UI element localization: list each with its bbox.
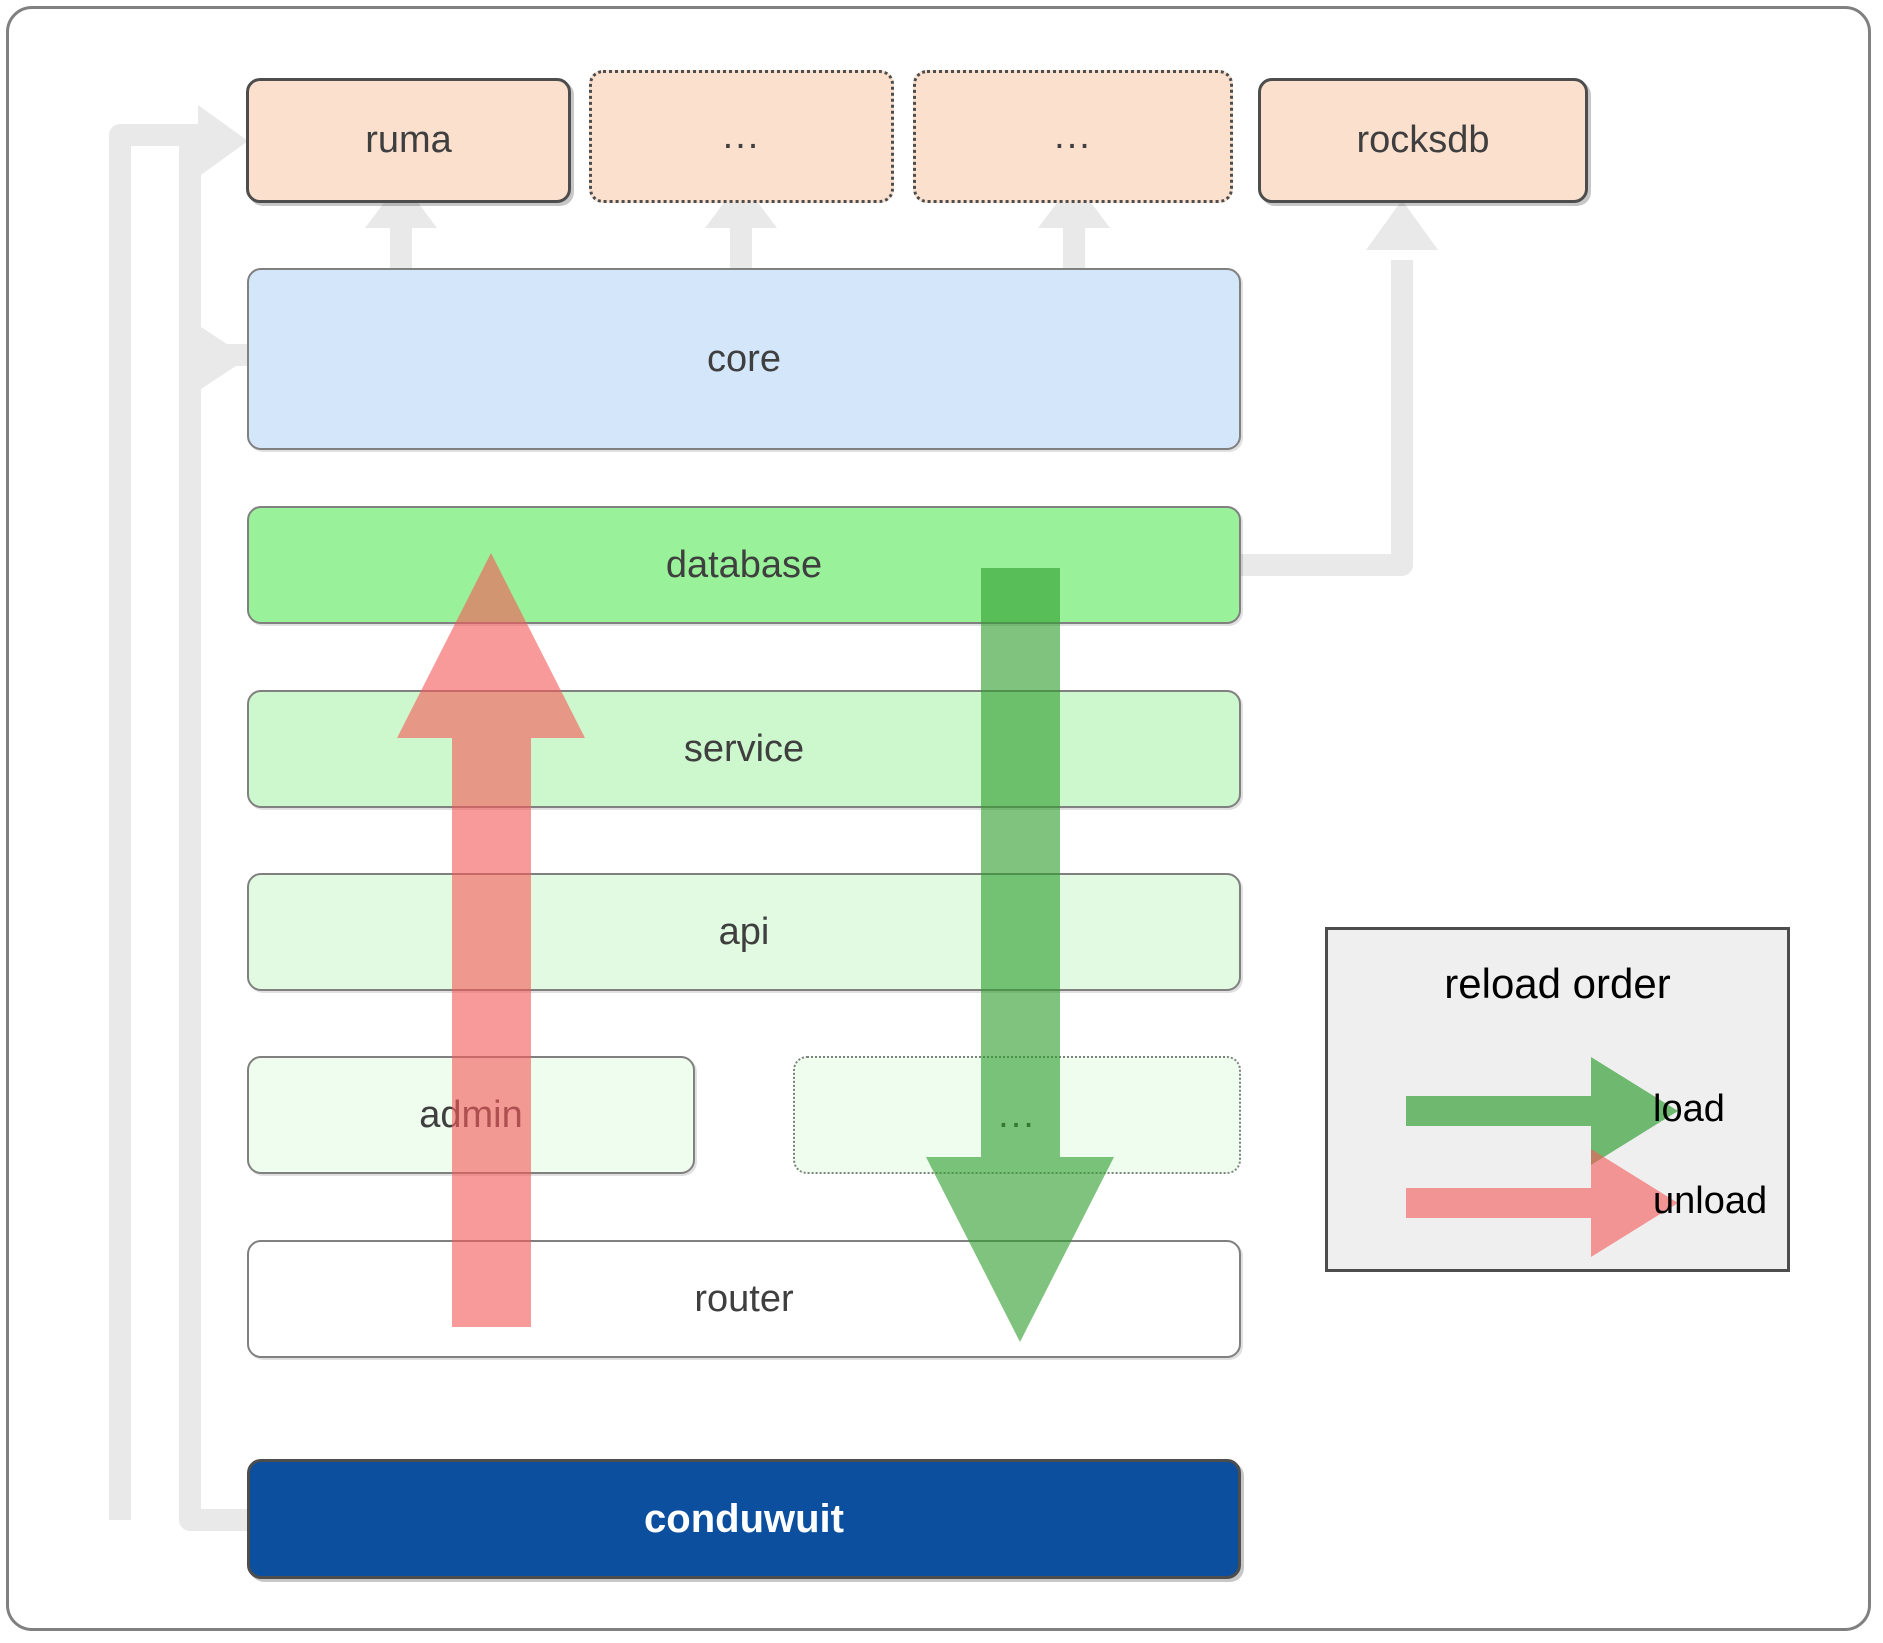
node-label-service: service [683, 727, 805, 770]
node-stack-ellipsis[interactable]: ... [793, 1056, 1241, 1174]
node-top-ellipsis-1[interactable]: ... [589, 70, 894, 203]
node-label-rocksdb: rocksdb [1356, 119, 1490, 161]
node-label-admin: admin [419, 1093, 523, 1136]
node-label-conduwuit: conduwuit [644, 1496, 844, 1541]
node-label-top-ellipsis-2: ... [1054, 115, 1092, 158]
node-label-api: api [718, 910, 770, 953]
node-conduwuit[interactable]: conduwuit [247, 1459, 1241, 1579]
node-label-top-ellipsis-1: ... [722, 115, 761, 158]
node-admin[interactable]: admin [247, 1056, 695, 1174]
node-database[interactable]: database [247, 506, 1241, 624]
legend-panel: reload order load unload [1325, 927, 1790, 1272]
legend-load-arrow [1406, 1057, 1678, 1165]
node-service[interactable]: service [247, 690, 1241, 808]
node-label-core: core [707, 337, 781, 380]
node-ruma[interactable]: ruma [246, 78, 571, 203]
node-label-router: router [694, 1277, 794, 1320]
node-top-ellipsis-2[interactable]: ... [913, 70, 1233, 203]
node-api[interactable]: api [247, 873, 1241, 991]
diagram-frame [6, 6, 1871, 1631]
node-rocksdb[interactable]: rocksdb [1258, 78, 1588, 203]
legend-arrow-glyphs [1406, 1057, 1678, 1257]
node-router[interactable]: router [247, 1240, 1241, 1358]
node-core[interactable]: core [247, 268, 1241, 450]
node-label-database: database [665, 543, 823, 586]
legend-title: reload order [1444, 960, 1671, 1007]
legend-label-load: load [1653, 1088, 1725, 1130]
node-label-ruma: ruma [365, 119, 452, 161]
legend-unload-arrow [1406, 1149, 1678, 1257]
node-label-stack-ellipsis: ... [998, 1093, 1036, 1136]
legend-label-unload: unload [1653, 1180, 1768, 1222]
